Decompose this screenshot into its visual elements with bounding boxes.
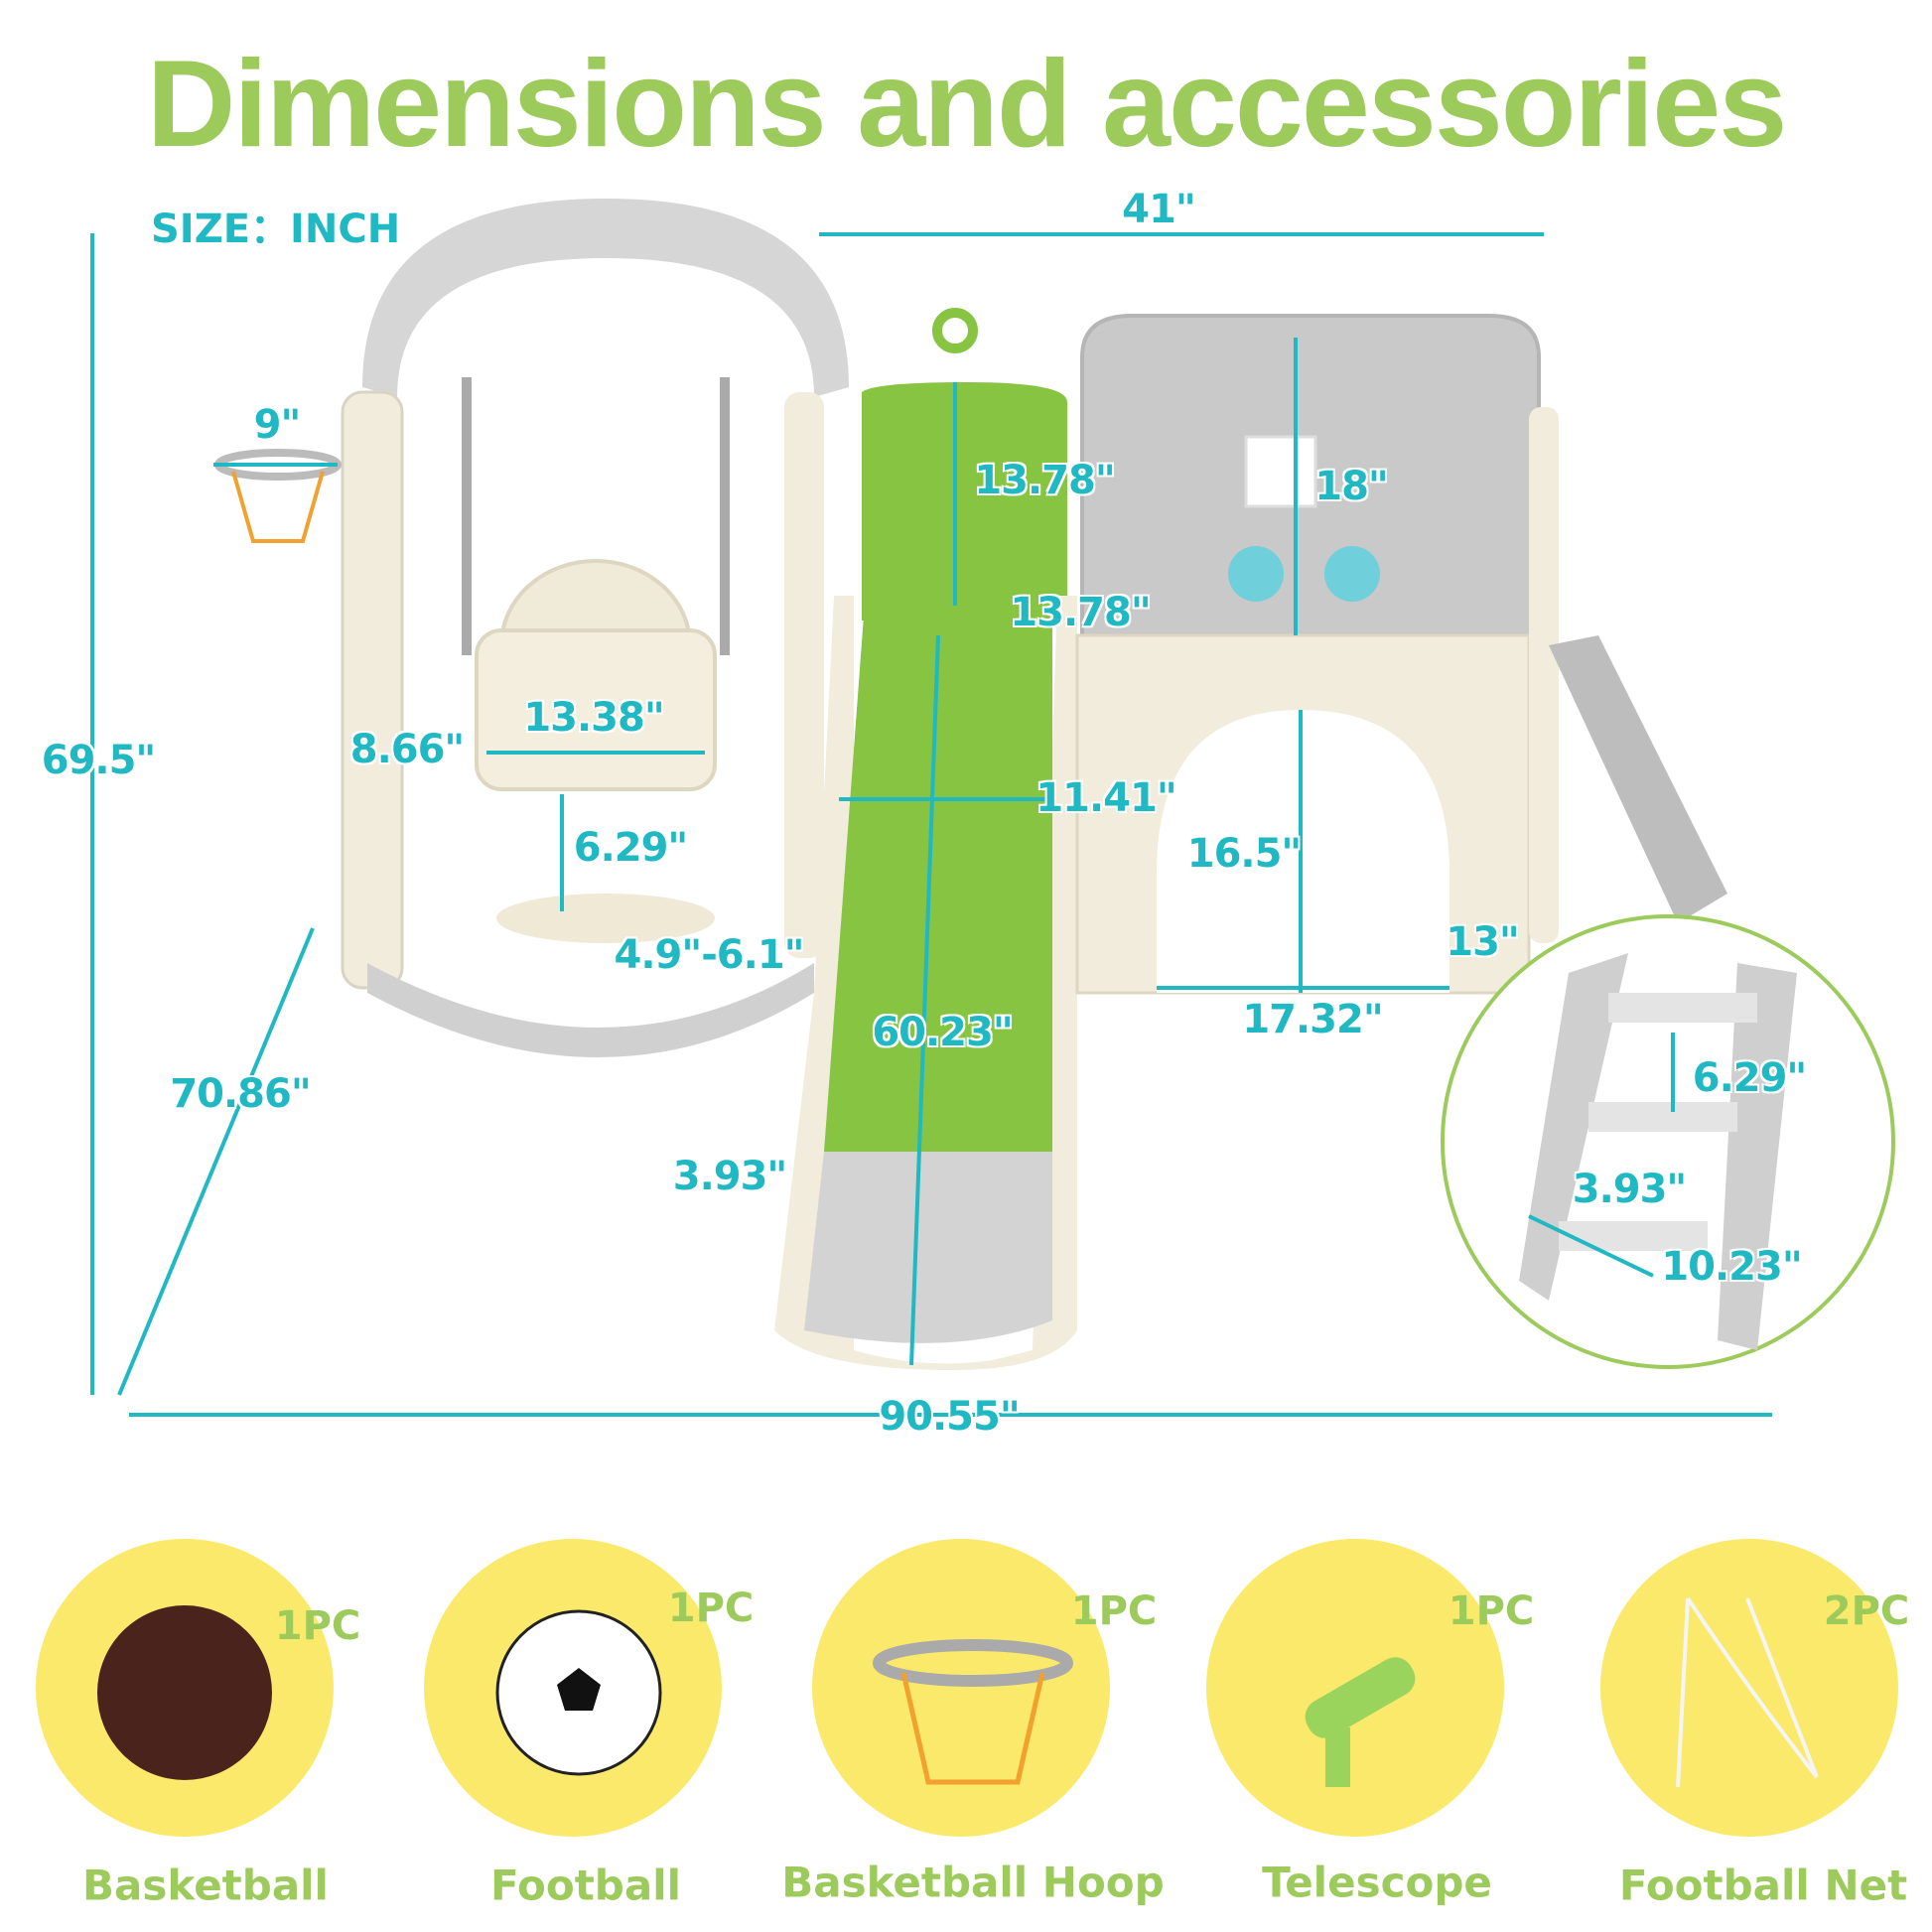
telescope-icon	[1305, 1657, 1416, 1787]
dim-hoop-width: 9"	[253, 402, 302, 448]
swing-frame	[341, 199, 849, 1057]
dim-step-height: 6.29"	[1692, 1055, 1808, 1101]
dim-slide-length: 60.23"	[872, 1010, 1013, 1055]
slide	[774, 308, 1077, 1370]
accessory-qty: 1PC	[274, 1603, 361, 1649]
dim-total-height: 69.5"	[41, 738, 157, 783]
net-icon	[1676, 1596, 1819, 1788]
hoop-icon	[873, 1639, 1073, 1785]
accessory-label: Basketball Hoop	[781, 1858, 1165, 1907]
accessory-label: Football Net	[1618, 1861, 1908, 1910]
dim-tunnel-depth: 13"	[1446, 919, 1520, 965]
basketball-icon	[97, 1605, 272, 1780]
dim-climb-wall-height: 13.78"	[974, 458, 1115, 503]
dim-seat-backrest: 6.29"	[573, 825, 689, 871]
dim-total-depth: 70.86"	[170, 1071, 311, 1117]
accessory-qty: 1PC	[667, 1586, 755, 1631]
accessory-label: Basketball	[82, 1861, 329, 1910]
accessory-qty: 2PC	[1823, 1588, 1910, 1634]
stairs-detail	[1441, 914, 1895, 1369]
accessory-label: Telescope	[1262, 1858, 1492, 1907]
dim-step-depth: 3.93"	[1572, 1167, 1688, 1212]
dim-rail-height: 13.78"	[1010, 590, 1151, 635]
accessory-qty: 1PC	[1070, 1588, 1158, 1634]
dim-seat-width: 13.38"	[523, 695, 664, 741]
dimension-lines	[90, 232, 1772, 1417]
dim-step-width: 10.23"	[1661, 1244, 1802, 1290]
dim-seat-depth: 8.66"	[349, 727, 466, 772]
platform	[1075, 314, 1727, 995]
unit-label: SIZE：INCH	[151, 207, 401, 252]
dim-seat-clearance: 4.9"-6.1"	[614, 932, 805, 978]
dim-slide-width: 11.41"	[1035, 775, 1176, 821]
dim-platform-width: 41"	[1122, 187, 1196, 232]
dim-panel-height: 18"	[1314, 464, 1389, 509]
dim-tunnel-width: 17.32"	[1242, 997, 1383, 1042]
dim-tunnel-height: 16.5"	[1186, 831, 1303, 877]
dim-total-length: 90.55"	[879, 1394, 1020, 1440]
dim-slide-end-height: 3.93"	[672, 1154, 788, 1199]
accessory-qty: 1PC	[1448, 1588, 1535, 1634]
football-icon	[495, 1609, 662, 1776]
accessory-flowers	[36, 1539, 1898, 1837]
page-title: Dimensions and accessories	[146, 36, 1787, 173]
accessory-label: Football	[490, 1861, 681, 1910]
